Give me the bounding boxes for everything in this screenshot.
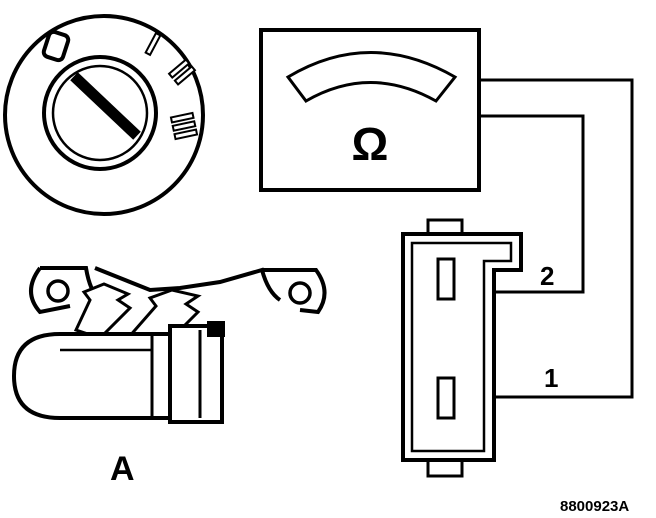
latch-tab-left bbox=[73, 282, 133, 340]
key-cylinder bbox=[42, 55, 158, 171]
connector-housing bbox=[401, 232, 523, 462]
key-slot bbox=[70, 72, 141, 140]
ignition-switch bbox=[3, 14, 205, 216]
terminal-1-label: 1 bbox=[544, 363, 558, 393]
position-3-marker bbox=[169, 111, 199, 141]
switch-plug bbox=[168, 324, 224, 424]
terminal-1-pin bbox=[436, 376, 456, 420]
switch-side-view: A bbox=[11, 266, 327, 488]
position-0-marker bbox=[41, 29, 71, 63]
position-1-marker bbox=[144, 31, 162, 57]
lead-to-terminal-1 bbox=[445, 78, 634, 399]
switch-plug-latch bbox=[207, 321, 225, 337]
ohmmeter-scale bbox=[285, 51, 458, 103]
figure-code: 8800923A bbox=[560, 498, 629, 515]
terminal-2-pin bbox=[436, 257, 456, 301]
terminal-2-label: 2 bbox=[540, 261, 554, 291]
key-cylinder-inner bbox=[51, 64, 149, 162]
mounting-bracket bbox=[29, 266, 327, 315]
view-label: A bbox=[110, 450, 135, 488]
lead-to-terminal-2 bbox=[445, 114, 585, 294]
bracket-hole-left bbox=[46, 279, 70, 303]
test-leads: 2 1 bbox=[445, 78, 634, 399]
switch-body bbox=[11, 332, 172, 420]
position-2-marker bbox=[167, 58, 197, 86]
connector-housing-inner bbox=[410, 241, 513, 453]
ohmmeter: Ω bbox=[259, 28, 481, 192]
switch-connector bbox=[401, 218, 523, 478]
ohm-symbol: Ω bbox=[352, 118, 389, 170]
bracket-hole-right bbox=[288, 281, 312, 305]
